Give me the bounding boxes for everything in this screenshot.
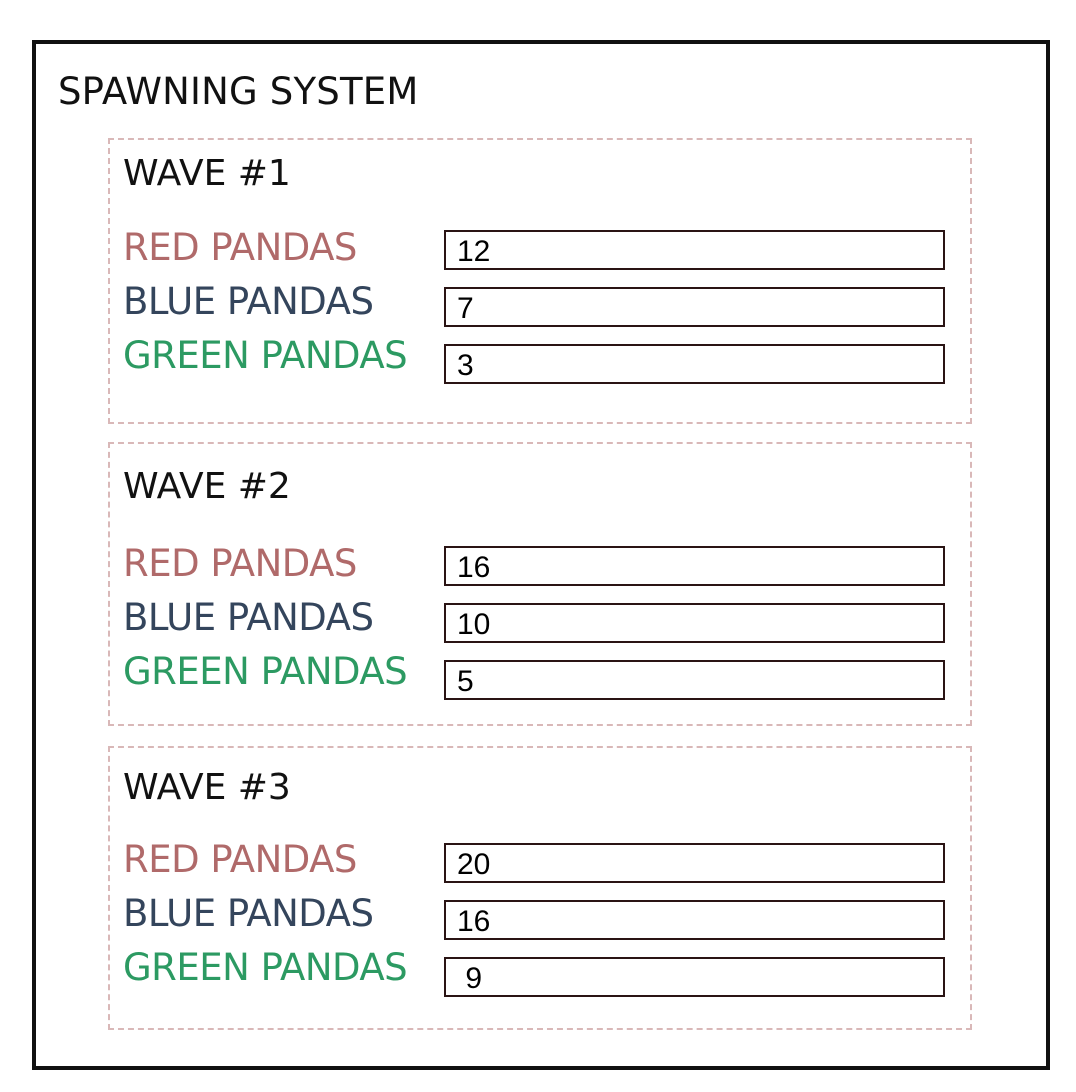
wave-1-red-count-field[interactable]: 12	[444, 230, 945, 270]
wave-3-green-count-field[interactable]: 9	[444, 957, 945, 997]
wave-2-section: WAVE #2 RED PANDAS 16 BLUE PANDAS 10 GRE…	[108, 442, 972, 726]
panel-title: SPAWNING SYSTEM	[58, 70, 419, 113]
wave-3-title: WAVE #3	[123, 767, 291, 808]
wave-2-title: WAVE #2	[123, 466, 291, 507]
wave-2-green-count-field[interactable]: 5	[444, 660, 945, 700]
wave-3-section: WAVE #3 RED PANDAS 20 BLUE PANDAS 16 GRE…	[108, 746, 972, 1030]
wave-1-section: WAVE #1 RED PANDAS 12 BLUE PANDAS 7 GREE…	[108, 138, 972, 424]
wave-3-blue-count-field[interactable]: 16	[444, 900, 945, 940]
wave-1-title: WAVE #1	[123, 153, 291, 194]
wave-3-blue-label: BLUE PANDAS	[123, 892, 374, 935]
wave-1-blue-count-field[interactable]: 7	[444, 287, 945, 327]
wave-1-green-label: GREEN PANDAS	[123, 334, 408, 377]
wave-3-red-label: RED PANDAS	[123, 838, 357, 881]
wave-2-red-count-field[interactable]: 16	[444, 546, 945, 586]
spawning-system-panel	[32, 40, 1050, 1070]
wave-2-blue-label: BLUE PANDAS	[123, 596, 374, 639]
wave-1-red-label: RED PANDAS	[123, 226, 357, 269]
wave-3-red-count-field[interactable]: 20	[444, 843, 945, 883]
wave-2-blue-count-field[interactable]: 10	[444, 603, 945, 643]
wave-2-red-label: RED PANDAS	[123, 542, 357, 585]
wave-1-blue-label: BLUE PANDAS	[123, 280, 374, 323]
wave-2-green-label: GREEN PANDAS	[123, 650, 408, 693]
wave-3-green-label: GREEN PANDAS	[123, 946, 408, 989]
wave-1-green-count-field[interactable]: 3	[444, 344, 945, 384]
